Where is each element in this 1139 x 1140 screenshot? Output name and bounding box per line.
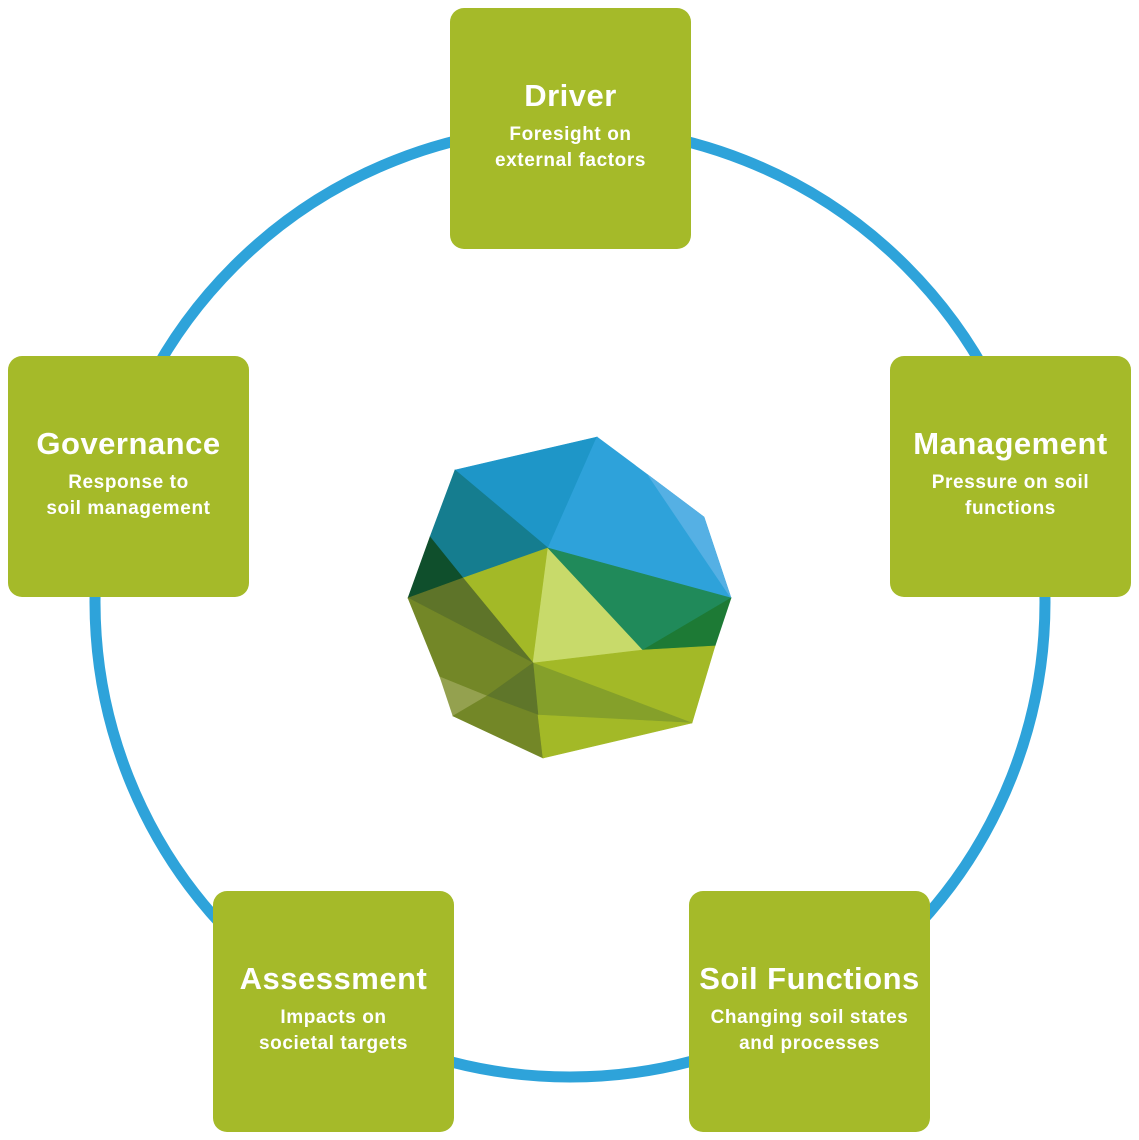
node-subtitle-line: functions [965, 497, 1056, 519]
node-assessment: Assessment Impacts on societal targets [213, 891, 454, 1132]
node-subtitle-line: societal targets [259, 1032, 408, 1054]
node-title: Soil Functions [699, 960, 920, 996]
node-title: Management [913, 425, 1108, 461]
node-management: Management Pressure on soil functions [890, 356, 1131, 597]
node-governance: Governance Response to soil management [8, 356, 249, 597]
node-title: Driver [524, 77, 617, 113]
node-subtitle-line: Foresight on [509, 123, 632, 145]
node-subtitle-line: Response to [68, 471, 189, 493]
gem-facet [537, 714, 693, 759]
node-subtitle-line: and processes [739, 1032, 880, 1054]
node-subtitle-line: Changing soil states [710, 1006, 909, 1028]
node-subtitle-line: external factors [494, 149, 647, 171]
polygon-gem-icon [407, 436, 732, 759]
node-title: Assessment [239, 960, 428, 996]
gem-facet [647, 474, 732, 599]
node-title: Governance [36, 425, 221, 461]
node-driver: Driver Foresight on external factors [450, 8, 691, 249]
node-soil-functions: Soil Functions Changing soil states and … [689, 891, 930, 1132]
node-subtitle-line: Pressure on soil [931, 471, 1090, 493]
node-subtitle-line: soil management [46, 497, 211, 519]
node-subtitle-line: Impacts on [280, 1006, 387, 1028]
